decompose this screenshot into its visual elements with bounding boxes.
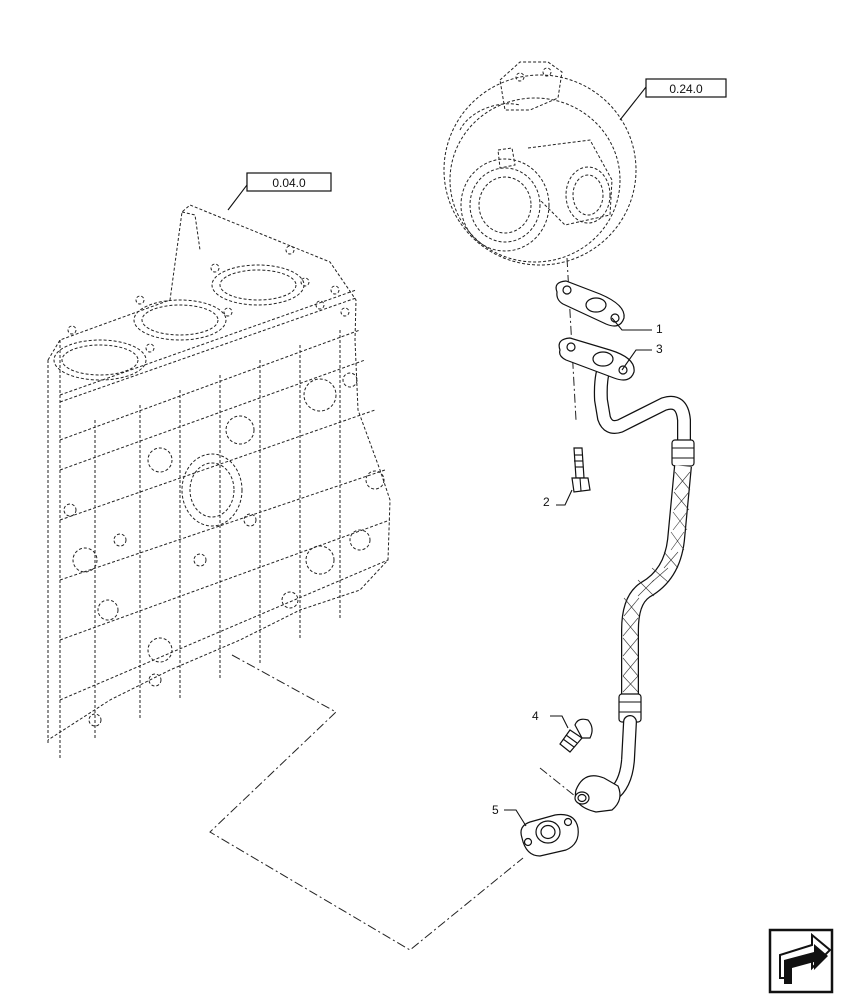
- callout-label-1: 1: [656, 322, 663, 336]
- gasket-5: [520, 813, 579, 857]
- callout-label-2: 2: [543, 495, 550, 509]
- callout-1: 1: [611, 317, 663, 336]
- ref-label-turbocharger: 0.24.0: [669, 82, 703, 96]
- flange-gasket-3: [558, 337, 635, 381]
- previous-page-arrow-icon[interactable]: [768, 928, 834, 994]
- connection-line-block-to-gasket: [209, 654, 524, 951]
- callout-5: 5: [492, 803, 527, 827]
- ref-box-turbocharger[interactable]: 0.24.0: [619, 78, 727, 121]
- connection-line-bolt-to-flange: [539, 767, 581, 801]
- ref-label-engine-block: 0.04.0: [272, 176, 306, 190]
- callout-3: 3: [621, 342, 663, 371]
- turbocharger: [443, 61, 637, 266]
- ref-box-engine-block[interactable]: 0.04.0: [227, 172, 332, 211]
- bolt-2: [571, 447, 591, 493]
- gasket-1: [555, 280, 625, 327]
- bolt-4: [559, 718, 593, 753]
- oil-feed-pipe: [574, 361, 695, 813]
- callout-2: 2: [543, 489, 573, 509]
- callout-label-3: 3: [656, 342, 663, 356]
- callout-label-4: 4: [532, 709, 539, 723]
- callout-label-5: 5: [492, 803, 499, 817]
- callout-4: 4: [532, 709, 569, 729]
- engine-block: [47, 204, 391, 760]
